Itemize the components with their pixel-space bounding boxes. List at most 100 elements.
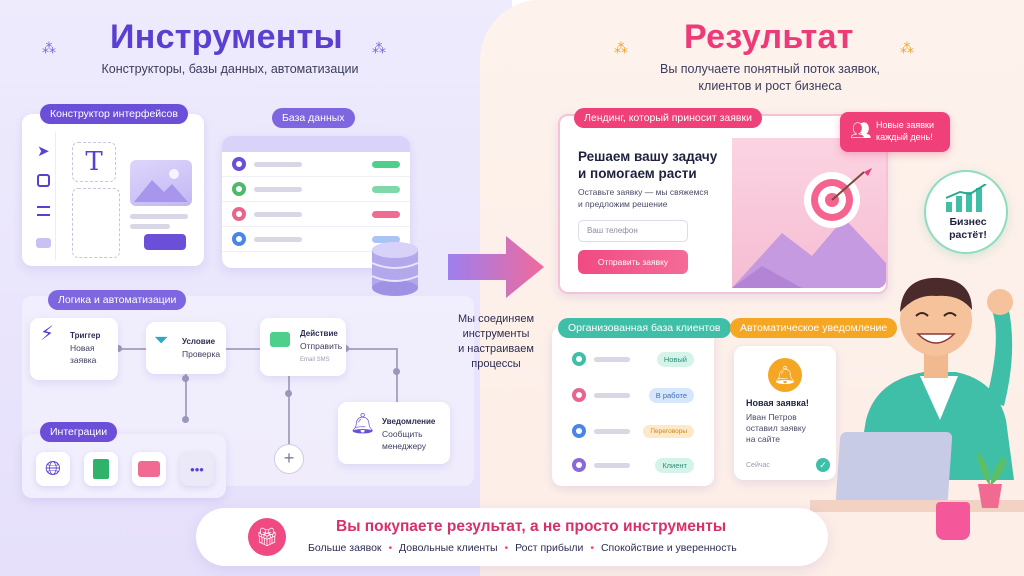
laptop-illustration	[835, 432, 953, 504]
mail-icon[interactable]	[132, 452, 166, 486]
users-icon: 👥︎	[850, 121, 872, 140]
sparkle-icon: ⁂	[900, 40, 914, 56]
filter-icon: ⏷	[154, 330, 169, 350]
banner-headline: Вы покупаете результат, а не просто инст…	[336, 518, 727, 535]
table-row[interactable]	[222, 177, 410, 202]
gift-icon: 🎁︎	[248, 518, 286, 556]
image-placeholder-icon[interactable]	[130, 160, 192, 206]
database-label: База данных	[272, 108, 355, 128]
condition-title: Условие	[182, 337, 216, 346]
crm-label: Организованная база клиентов	[558, 318, 731, 338]
crm-row[interactable]: Новый	[560, 346, 702, 372]
status-badge: Новый	[656, 351, 694, 367]
right-subtitle-line2: клиентов и рост бизнеса	[698, 79, 842, 93]
action-node[interactable]: Действие Отправить Email SMS	[260, 318, 346, 376]
notification-line2: оставил заявку	[746, 423, 806, 433]
plant-icon	[968, 446, 1012, 521]
sparkle-icon: ⁂	[42, 40, 56, 56]
canvas-placeholder	[72, 188, 120, 258]
growth-line1: Бизнес	[949, 216, 987, 228]
bell-icon: 🔔︎	[768, 358, 802, 392]
text-line-placeholder	[130, 224, 170, 229]
integrations-label: Интеграции	[40, 422, 118, 442]
landing-page-card: Решаем вашу задачу и помогаем расти Оста…	[558, 114, 888, 294]
benefits-list: Больше заявок • Довольные клиенты • Рост…	[308, 542, 737, 554]
trigger-line1: Новая	[70, 343, 95, 353]
status-badge: Клиент	[655, 457, 694, 473]
status-badge: Переговоры	[643, 424, 694, 438]
phone-input[interactable]: Ваш телефон	[578, 220, 688, 242]
lightning-icon: ⚡	[40, 323, 55, 345]
more-integrations-icon[interactable]: •••	[180, 452, 214, 486]
notification-node[interactable]: 🔔︎ Уведомление Сообщить менеджеру	[338, 402, 450, 464]
notification-time: Сейчас	[746, 462, 770, 469]
add-step-button[interactable]: +	[274, 444, 304, 474]
crm-row[interactable]: Переговоры	[560, 418, 702, 444]
cursor-icon[interactable]: ➤	[37, 143, 50, 160]
connector-line	[226, 348, 260, 350]
growth-line2: растёт!	[949, 229, 987, 241]
landing-heading-line2: и помогаем расти	[578, 166, 697, 181]
condition-line1: Проверка	[182, 349, 221, 359]
landing-text-line1: Оставьте заявку — мы свяжемся	[578, 187, 709, 197]
process-caption: Мы соединяем инструменты и настраиваем п…	[444, 312, 548, 372]
landing-text: Оставьте заявку — мы свяжемся и предложи…	[578, 186, 708, 210]
list-icon[interactable]	[37, 206, 50, 216]
landing-label: Лендинг, который приносит заявки	[574, 108, 762, 128]
bottom-banner: 🎁︎ Вы покупаете результат, а не просто и…	[196, 508, 828, 566]
action-line2: Email SMS	[300, 357, 330, 363]
benefit-item: Довольные клиенты	[399, 542, 498, 554]
connector-dot	[285, 390, 292, 397]
notification-line3: на сайте	[746, 434, 781, 444]
crm-card: Новый В работе Переговоры Клиент	[552, 326, 714, 486]
globe-icon[interactable]: 🌐︎	[36, 452, 70, 486]
mug-icon	[936, 502, 970, 540]
sparkle-icon: ⁂	[372, 40, 386, 56]
table-header	[222, 136, 410, 152]
notification-card: 🔔︎ Новая заявка! Иван Петров оставил зая…	[734, 346, 836, 480]
table-row[interactable]	[222, 152, 410, 177]
target-hero-image	[732, 138, 886, 288]
spreadsheet-icon[interactable]	[84, 452, 118, 486]
action-title: Действие	[300, 329, 338, 338]
connector-line	[288, 376, 290, 444]
right-subtitle-line1: Вы получаете понятный поток заявок,	[659, 62, 881, 76]
interface-builder-card: ➤ T	[22, 114, 204, 266]
connector-dot	[182, 375, 189, 382]
growth-bubble: Бизнес растёт!	[924, 170, 1008, 254]
trigger-node[interactable]: ⚡ Триггер Новая заявка	[30, 318, 118, 380]
crm-row[interactable]: В работе	[560, 382, 702, 408]
builder-label: Конструктор интерфейсов	[40, 104, 188, 124]
button-element-icon[interactable]	[36, 238, 51, 248]
email-icon	[270, 332, 290, 347]
left-title: Инструменты	[110, 18, 343, 56]
database-cylinder-icon	[370, 240, 420, 305]
notify-line2: менеджеру	[382, 441, 427, 451]
bell-icon: 🔔︎	[350, 413, 376, 435]
text-tool-icon[interactable]: T	[72, 142, 116, 182]
action-line1: Отправить	[300, 341, 343, 351]
connector-dot	[115, 345, 122, 352]
landing-heading-line1: Решаем вашу задачу	[578, 149, 718, 164]
desk	[810, 500, 1024, 512]
condition-node[interactable]: ⏷ Условие Проверка	[146, 322, 226, 374]
submit-request-button[interactable]: Отправить заявку	[578, 250, 688, 274]
crm-row[interactable]: Клиент	[560, 452, 702, 478]
check-icon: ✓	[816, 458, 830, 472]
benefit-item: Спокойствие и уверенность	[600, 542, 737, 554]
new-leads-line2: каждый день!	[876, 132, 933, 142]
table-row[interactable]	[222, 202, 410, 227]
frame-icon[interactable]	[37, 174, 50, 187]
trigger-title: Триггер	[70, 331, 101, 340]
connector-dot	[393, 368, 400, 375]
new-leads-line1: Новые заявки	[876, 120, 935, 130]
notify-line1: Сообщить	[382, 429, 423, 439]
landing-heading: Решаем вашу задачу и помогаем расти	[578, 148, 717, 182]
connector-dot	[182, 416, 189, 423]
button-placeholder[interactable]	[144, 234, 186, 250]
benefit-item: Больше заявок	[308, 542, 382, 554]
notify-title: Уведомление	[382, 417, 436, 426]
table-row[interactable]	[222, 227, 410, 252]
caption-line: Мы соединяем	[457, 313, 535, 325]
growth-chart-icon	[944, 183, 990, 217]
